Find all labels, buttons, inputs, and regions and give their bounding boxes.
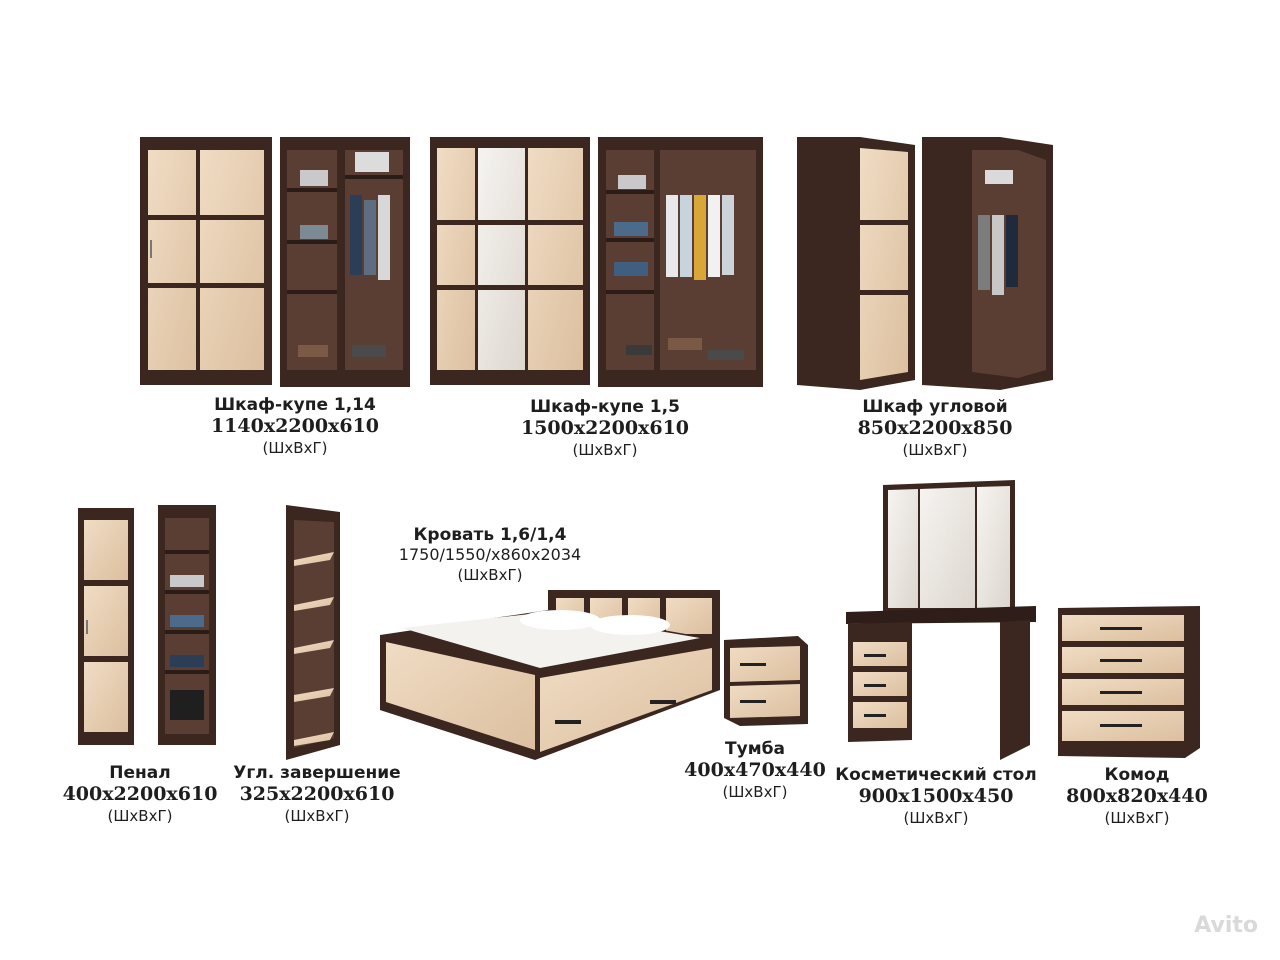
caption-penal: Пенал 400x2200x610 (ШхВхГ)	[55, 763, 225, 826]
dressing-table	[846, 480, 1036, 760]
caption-chest: Комод 800x820x440 (ШхВхГ)	[1052, 765, 1222, 828]
item-name: Пенал	[109, 763, 171, 783]
item-dims: 1750/1550/x860x2034	[398, 544, 582, 564]
item-units: (ШхВхГ)	[262, 439, 328, 458]
caption-wardrobe-15: Шкаф-купе 1,5 1500x2200x610 (ШхВхГ)	[510, 397, 700, 460]
item-dims: 1140x2200x610	[210, 414, 380, 437]
item-dims: 1500x2200x610	[520, 416, 690, 439]
bed	[380, 590, 720, 760]
item-name: Шкаф угловой	[862, 397, 1008, 417]
item-name: Кровать 1,6/1,4	[413, 525, 567, 545]
wardrobe-15-closed	[430, 137, 590, 385]
item-units: (ШхВхГ)	[902, 441, 968, 460]
caption-nightstand: Тумба 400x470x440 (ШхВхГ)	[670, 739, 840, 802]
watermark-logo: Avito	[1194, 913, 1258, 938]
corner-wardrobe-closed	[797, 137, 915, 390]
item-units: (ШхВхГ)	[284, 807, 350, 826]
item-name: Угл. завершение	[233, 763, 401, 783]
chest-of-drawers	[1058, 606, 1200, 758]
nightstand	[724, 636, 808, 726]
item-dims: 900x1500x450	[858, 784, 1014, 807]
item-units: (ШхВхГ)	[572, 441, 638, 460]
item-name: Шкаф-купе 1,14	[214, 395, 376, 415]
penal-closed	[78, 508, 134, 745]
corner-wardrobe-open	[922, 137, 1053, 390]
item-units: (ШхВхГ)	[457, 565, 523, 584]
item-units: (ШхВхГ)	[722, 783, 788, 802]
item-name: Комод	[1104, 765, 1170, 785]
item-dims: 400x2200x610	[62, 782, 218, 805]
item-name: Косметический стол	[835, 765, 1037, 785]
item-dims: 800x820x440	[1066, 784, 1208, 807]
item-units: (ШхВхГ)	[903, 809, 969, 828]
caption-bed: Кровать 1,6/1,4 1750/1550/x860x2034 (ШхВ…	[380, 525, 600, 584]
caption-wardrobe-114: Шкаф-купе 1,14 1140x2200x610 (ШхВхГ)	[200, 395, 390, 458]
item-dims: 400x470x440	[684, 758, 826, 781]
item-dims: 325x2200x610	[239, 782, 395, 805]
item-dims: 850x2200x850	[857, 416, 1013, 439]
penal-open	[158, 505, 216, 745]
corner-finish-shelf	[286, 505, 340, 760]
item-name: Шкаф-купе 1,5	[530, 397, 680, 417]
wardrobe-114-closed	[140, 137, 272, 385]
item-units: (ШхВхГ)	[1104, 809, 1170, 828]
caption-corner-wardrobe: Шкаф угловой 850x2200x850 (ШхВхГ)	[840, 397, 1030, 460]
caption-corner-finish: Угл. завершение 325x2200x610 (ШхВхГ)	[222, 763, 412, 826]
item-name: Тумба	[725, 739, 785, 759]
item-units: (ШхВхГ)	[107, 807, 173, 826]
wardrobe-15-open	[598, 137, 763, 387]
wardrobe-114-open	[280, 137, 410, 387]
caption-dressing-table: Косметический стол 900x1500x450 (ШхВхГ)	[826, 765, 1046, 828]
